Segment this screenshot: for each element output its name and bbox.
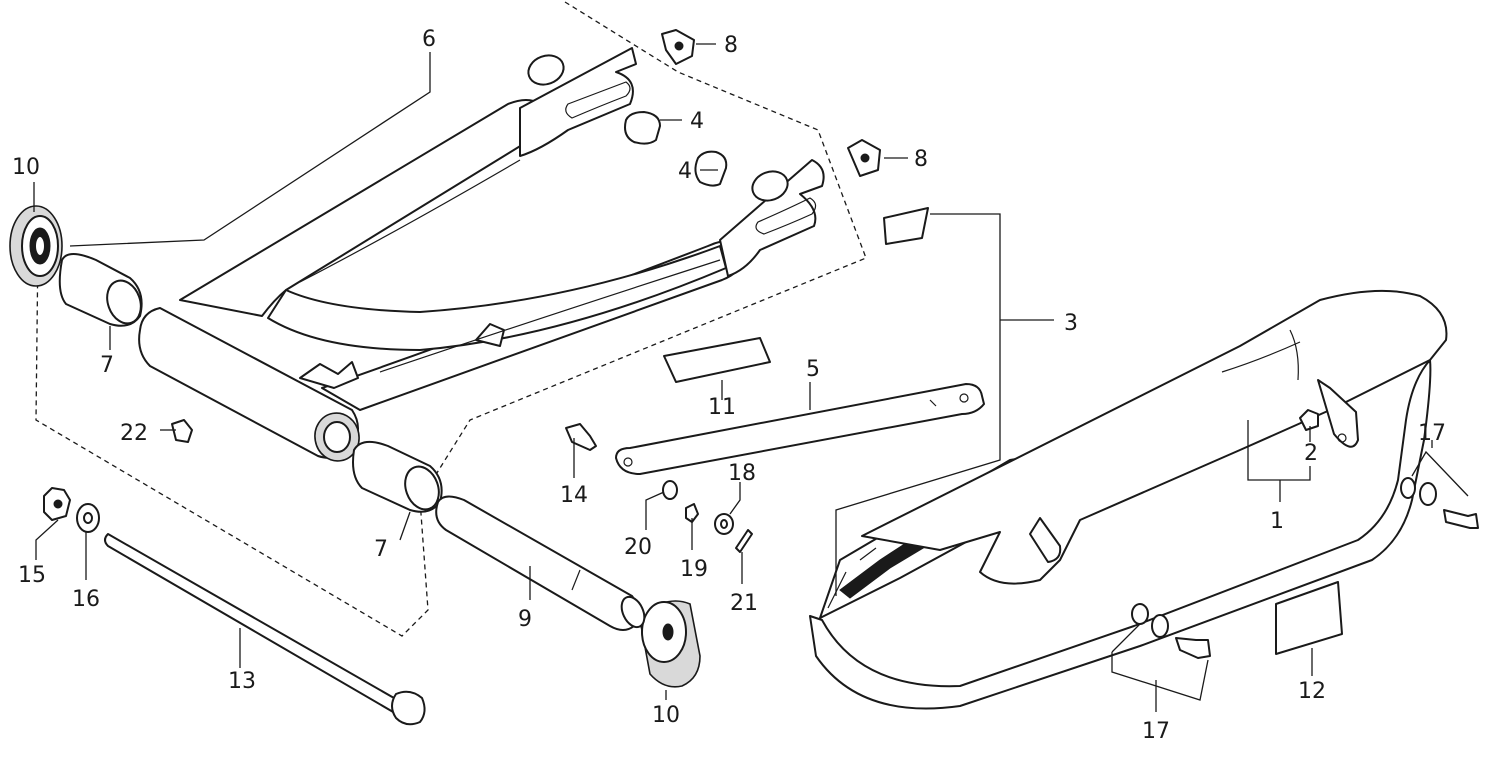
chain-slider (615, 383, 985, 475)
bushing-upper (624, 111, 661, 145)
chain-case (809, 289, 1448, 710)
callout-11: 11 (708, 395, 736, 420)
callout-18: 18 (728, 461, 756, 486)
pivot-washer (76, 503, 100, 533)
callout-14: 14 (560, 483, 588, 508)
callout-8a: 8 (724, 33, 738, 58)
callout-10a: 10 (12, 155, 40, 180)
chain-adjuster-lower (847, 139, 881, 177)
pivot-collar-right (352, 440, 443, 513)
caution-label (663, 337, 771, 383)
callout-1: 1 (1270, 509, 1284, 534)
assembly-boundary (35, 1, 867, 637)
callout-16: 16 (72, 587, 100, 612)
callout-4b: 4 (678, 159, 692, 184)
callout-15: 15 (18, 563, 46, 588)
pivot-nut (43, 487, 71, 521)
nut-18 (714, 513, 734, 535)
callout-9: 9 (518, 607, 532, 632)
callout-5: 5 (806, 357, 820, 382)
washer-20 (662, 480, 678, 500)
swingarm (138, 47, 825, 462)
callout-21: 21 (730, 591, 758, 616)
pivot-shaft-collar (435, 495, 646, 631)
chain-label (883, 207, 929, 245)
callout-17a: 17 (1418, 421, 1446, 446)
pivot-bolt (104, 533, 426, 726)
case-bolt-lower (1131, 603, 1211, 659)
bushing-lower (694, 150, 728, 187)
chain-adjuster-upper (661, 29, 695, 65)
chain-case-label (1275, 581, 1343, 655)
callout-19: 19 (680, 557, 708, 582)
callout-7b: 7 (374, 537, 388, 562)
dust-seal-right (639, 600, 701, 688)
callout-12: 12 (1298, 679, 1326, 704)
cotter-pin (735, 529, 753, 553)
dust-seal-left (9, 205, 63, 287)
callout-2: 2 (1304, 441, 1318, 466)
case-bolt-upper (1400, 477, 1479, 529)
leader-lines (33, 43, 1469, 712)
callout-6: 6 (422, 27, 436, 52)
nut-19 (685, 503, 699, 523)
slider-bolt (565, 423, 597, 451)
callout-8b: 8 (914, 147, 928, 172)
callout-labels: 1 2 3 4 4 5 6 7 7 8 8 9 10 10 11 12 13 1… (12, 27, 1446, 744)
callout-20: 20 (624, 535, 652, 560)
callout-3: 3 (1064, 311, 1078, 336)
callout-22: 22 (120, 421, 148, 446)
callout-7a: 7 (100, 353, 114, 378)
callout-17b: 17 (1142, 719, 1170, 744)
chain-case-grommet (1299, 409, 1319, 431)
callout-10b: 10 (652, 703, 680, 728)
grease-fitting (171, 419, 193, 443)
pivot-collar-left (58, 253, 143, 327)
callout-4a: 4 (690, 109, 704, 134)
callout-13: 13 (228, 669, 256, 694)
